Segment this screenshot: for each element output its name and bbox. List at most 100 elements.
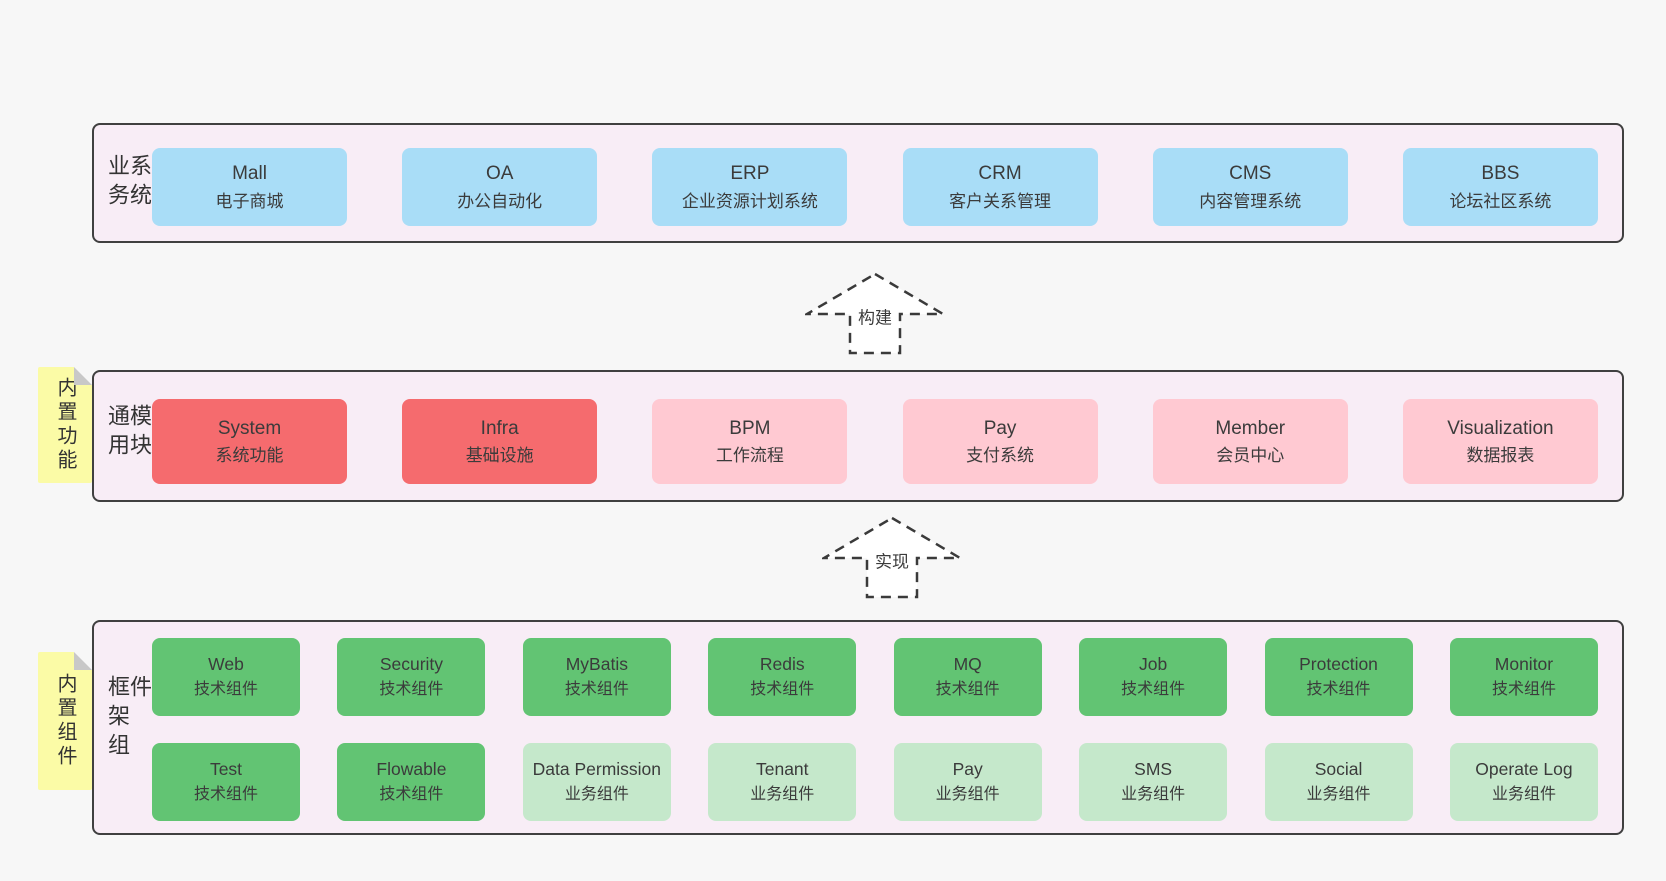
box-data-permission: Data Permission 业务组件 (522, 743, 671, 821)
box-title: MQ (953, 654, 982, 675)
framework-components-band-label: 框架组件 (105, 674, 152, 762)
box-subtitle: 基础设施 (465, 446, 534, 466)
business-systems-band-label: 业务系统 (105, 154, 152, 212)
box-mq: MQ 技术组件 (893, 638, 1042, 716)
box-security: Security 技术组件 (337, 638, 486, 716)
box-subtitle: 支付系统 (966, 446, 1035, 466)
box-subtitle: 技术组件 (564, 680, 629, 698)
box-title: Test (209, 759, 243, 780)
box-job: Job 技术组件 (1079, 638, 1228, 716)
box-bpm: BPM 工作流程 (652, 399, 848, 484)
box-subtitle: 技术组件 (1491, 680, 1556, 698)
box-bbs: BBS 论坛社区系统 (1402, 148, 1598, 226)
box-subtitle: 技术组件 (193, 785, 258, 803)
build-arrow-label: 构建 (855, 302, 895, 330)
box-member: Member 会员中心 (1152, 399, 1348, 484)
box-oa: OA 办公自动化 (402, 148, 598, 226)
box-web: Web 技术组件 (152, 638, 300, 716)
box-subtitle: 业务组件 (1306, 785, 1371, 803)
box-subtitle: 论坛社区系统 (1449, 191, 1552, 211)
box-title: Infra (480, 417, 519, 439)
box-sms: SMS 业务组件 (1079, 743, 1228, 821)
box-subtitle: 业务组件 (1491, 785, 1556, 803)
common-modules-row: System 系统功能 Infra 基础设施 BPM 工作流程 Pay 支付系统 Member 会… (152, 399, 1598, 484)
box-title: Visualization (1447, 417, 1554, 439)
box-infra: Infra 基础设施 (402, 399, 598, 484)
built-in-features-sticky-label: 内置功能 (54, 377, 76, 473)
build-arrow: 构建 (805, 272, 945, 356)
box-title: Operate Log (1475, 759, 1573, 780)
common-modules-band-label: 通用模块 (105, 404, 152, 462)
box-title: BBS (1481, 163, 1520, 184)
box-subtitle: 技术组件 (379, 680, 444, 698)
box-erp: ERP 企业资源计划系统 (652, 148, 848, 226)
box-tenant: Tenant 业务组件 (708, 743, 857, 821)
box-subtitle: 系统功能 (215, 446, 284, 466)
box-title: Job (1139, 654, 1168, 675)
box-pay: Pay 支付系统 (902, 399, 1098, 484)
box-title: Member (1215, 417, 1286, 439)
box-flowable: Flowable 技术组件 (337, 743, 486, 821)
box-title: Social (1314, 759, 1363, 780)
box-title: Tenant (755, 759, 809, 780)
box-title: Pay (952, 759, 983, 780)
box-subtitle: 业务组件 (564, 785, 629, 803)
box-subtitle: 技术组件 (750, 680, 815, 698)
box-system: System 系统功能 (152, 399, 347, 484)
box-title: Protection (1299, 654, 1378, 675)
box-pay: Pay 业务组件 (893, 743, 1042, 821)
box-subtitle: 企业资源计划系统 (681, 191, 818, 211)
box-title: Web (208, 654, 244, 675)
box-subtitle: 工作流程 (715, 446, 784, 466)
box-title: System (217, 417, 282, 439)
box-subtitle: 业务组件 (935, 785, 1000, 803)
box-subtitle: 业务组件 (750, 785, 815, 803)
box-mybatis: MyBatis 技术组件 (522, 638, 671, 716)
box-test: Test 技术组件 (152, 743, 300, 821)
box-title: Pay (983, 417, 1017, 439)
box-title: ERP (730, 163, 770, 184)
box-social: Social 业务组件 (1264, 743, 1413, 821)
built-in-features-sticky-note: 内置功能 (38, 367, 92, 483)
box-title: CMS (1229, 163, 1272, 184)
box-title: Security (379, 654, 444, 675)
implement-arrow: 实现 (822, 516, 962, 600)
box-title: SMS (1134, 759, 1173, 780)
box-subtitle: 会员中心 (1216, 446, 1285, 466)
box-subtitle: 办公自动化 (457, 191, 543, 211)
box-subtitle: 技术组件 (379, 785, 444, 803)
box-title: BPM (729, 417, 771, 439)
common-modules-band: 通用模块 System 系统功能 Infra 基础设施 BPM 工作流程 Pay 支付系统 Me… (92, 370, 1624, 502)
box-subtitle: 技术组件 (1121, 680, 1186, 698)
box-monitor: Monitor 技术组件 (1449, 638, 1598, 716)
box-protection: Protection 技术组件 (1264, 638, 1413, 716)
built-in-components-sticky-note: 内置组件 (38, 652, 92, 790)
box-subtitle: 技术组件 (193, 680, 258, 698)
implement-arrow-label: 实现 (872, 546, 912, 574)
box-subtitle: 业务组件 (1121, 785, 1186, 803)
box-subtitle: 数据报表 (1466, 446, 1535, 466)
box-title: Redis (759, 654, 805, 675)
box-cms: CMS 内容管理系统 (1152, 148, 1348, 226)
box-subtitle: 内容管理系统 (1199, 191, 1302, 211)
box-subtitle: 技术组件 (1306, 680, 1371, 698)
box-title: Data Permission (532, 759, 662, 780)
box-visualization: Visualization 数据报表 (1402, 399, 1598, 484)
box-operate-log: Operate Log 业务组件 (1449, 743, 1598, 821)
box-title: OA (485, 163, 514, 184)
box-mall: Mall 电子商城 (152, 148, 347, 226)
box-title: Monitor (1494, 654, 1554, 675)
box-subtitle: 技术组件 (935, 680, 1000, 698)
box-subtitle: 电子商城 (215, 191, 284, 211)
box-title: Mall (232, 163, 267, 184)
box-subtitle: 客户关系管理 (949, 191, 1052, 211)
box-redis: Redis 技术组件 (708, 638, 857, 716)
box-title: Flowable (376, 759, 447, 780)
box-title: MyBatis (565, 654, 628, 675)
